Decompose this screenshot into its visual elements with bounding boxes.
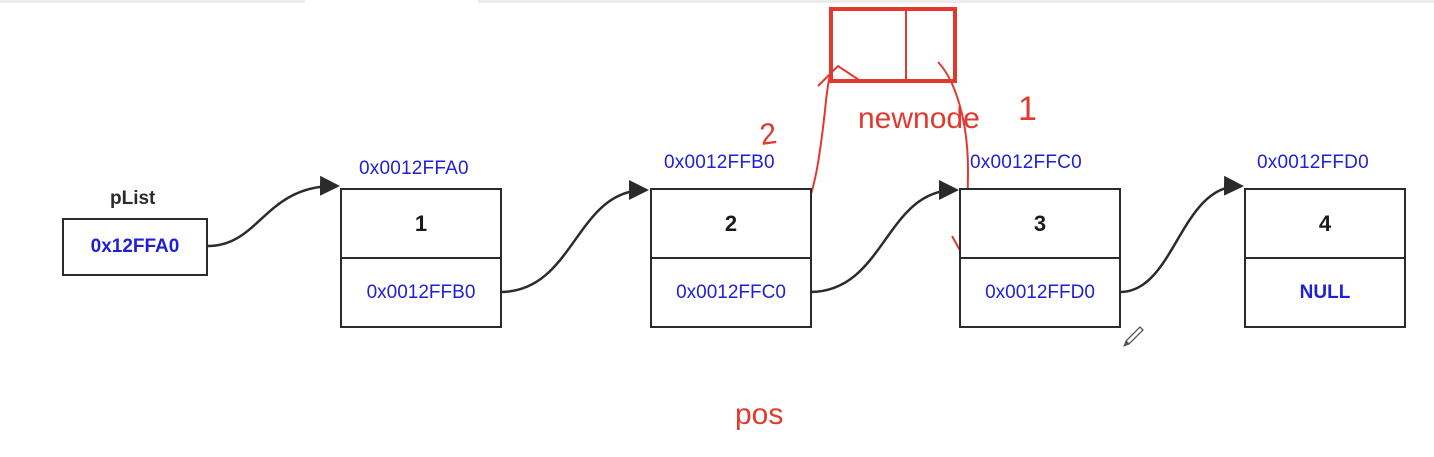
node-1-data: 1 — [342, 190, 500, 259]
node-4-data: 4 — [1246, 190, 1404, 259]
newnode-box — [829, 7, 957, 83]
node-3: 3 0x0012FFD0 — [959, 188, 1121, 328]
node-1-address: 0x0012FFA0 — [359, 158, 469, 179]
pos-label: pos — [735, 398, 784, 431]
newnode-label: newnode — [858, 102, 980, 135]
node-4: 4 NULL — [1244, 188, 1406, 328]
node-3-data: 3 — [961, 190, 1119, 259]
red-arrowhead-newnode-left — [817, 64, 863, 87]
node-4-address: 0x0012FFD0 — [1257, 152, 1369, 173]
node-3-next: 0x0012FFD0 — [985, 281, 1095, 303]
newnode-divider — [905, 11, 907, 79]
plist-label: pList — [110, 188, 156, 209]
plist-box: 0x12FFA0 — [62, 218, 208, 276]
top-strip-left — [0, 0, 305, 3]
plist-value: 0x12FFA0 — [90, 236, 180, 257]
arrow-node-2-to-node-3 — [809, 180, 959, 294]
node-2-data: 2 — [652, 190, 810, 259]
node-2-address: 0x0012FFB0 — [664, 152, 775, 173]
arrow-plist-to-node-1 — [207, 175, 340, 248]
node-3-address: 0x0012FFC0 — [970, 152, 1082, 173]
node-2-next: 0x0012FFC0 — [676, 281, 786, 303]
pencil-cursor-icon — [1123, 326, 1144, 347]
node-1-next: 0x0012FFB0 — [366, 281, 476, 303]
node-2: 2 0x0012FFC0 — [650, 188, 812, 328]
top-strip-right — [478, 0, 1434, 3]
arrow-node-3-to-node-4 — [1119, 175, 1244, 294]
node-4-next: NULL — [1299, 281, 1351, 303]
node-1: 1 0x0012FFB0 — [340, 188, 502, 328]
arrow-node-1-to-node-2 — [499, 180, 649, 294]
step-1-mark: 1 — [1018, 90, 1037, 128]
